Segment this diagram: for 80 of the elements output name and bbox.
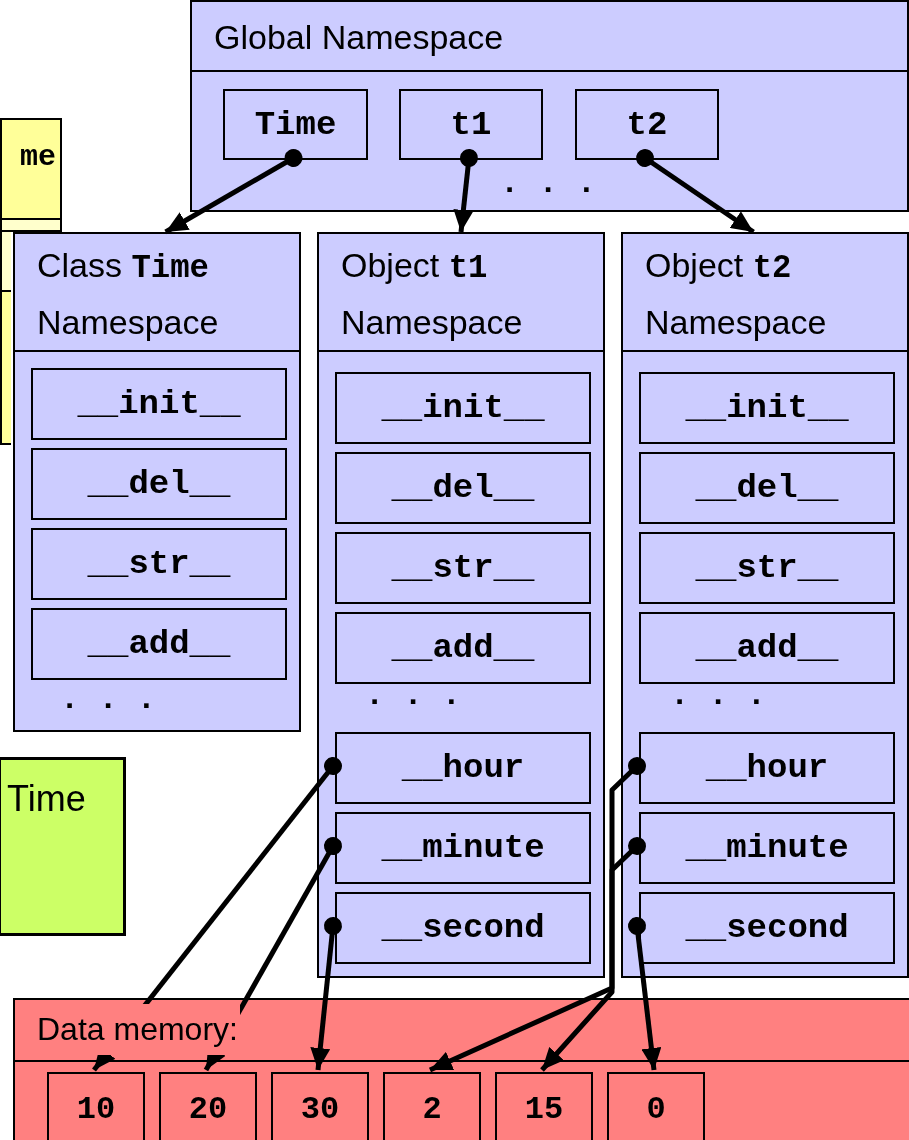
ellipsis: . . .	[500, 168, 596, 200]
pointer-arrow	[203, 837, 342, 1072]
pointer-arrow	[164, 149, 303, 235]
attribute-box	[335, 732, 591, 804]
note-text: Time	[7, 778, 86, 820]
namespace-title: Class Time Namespace	[36, 245, 220, 343]
namespace-title: Object t1 Namespace	[340, 245, 524, 343]
name-text: __add__	[87, 625, 231, 663]
note-box	[0, 757, 126, 936]
attribute-box	[31, 608, 287, 680]
attribute-box	[31, 528, 287, 600]
attribute-box	[639, 812, 895, 884]
ellipsis: . . .	[670, 680, 766, 712]
name-text: __init__	[685, 389, 849, 427]
name-box	[399, 89, 543, 160]
ellipsis: . . .	[60, 684, 156, 716]
attribute-box	[639, 612, 895, 684]
name-text: Time	[254, 105, 337, 144]
value-text: 30	[300, 1091, 340, 1128]
value-text: 10	[76, 1091, 116, 1128]
name-text: __hour	[705, 749, 829, 787]
name-text: __second	[381, 909, 545, 947]
name-text: __minute	[381, 829, 545, 867]
attribute-box	[639, 532, 895, 604]
memory-cell	[495, 1072, 593, 1140]
attribute-box	[639, 452, 895, 524]
name-text: __hour	[401, 749, 525, 787]
name-text: __init__	[381, 389, 545, 427]
name-text: __add__	[695, 629, 839, 667]
name-text: __init__	[77, 385, 241, 423]
name-text: __str__	[87, 545, 231, 583]
memory-panel	[13, 998, 909, 1140]
name-text: __del__	[87, 465, 231, 503]
name-box	[575, 89, 719, 160]
name-text: __second	[685, 909, 849, 947]
namespace-title: Object t2 Namespace	[644, 245, 828, 343]
attribute-box	[335, 612, 591, 684]
class-name: me	[20, 140, 56, 174]
namespace-title: Global Namespace	[213, 17, 505, 58]
memory-cell	[159, 1072, 257, 1140]
namespace-panel	[190, 0, 909, 212]
pointer-arrow	[628, 917, 662, 1071]
name-text: __str__	[695, 549, 839, 587]
name-text: __del__	[391, 469, 535, 507]
attribute-box	[639, 732, 895, 804]
value-text: 0	[646, 1091, 666, 1128]
ellipsis: . . .	[365, 680, 461, 712]
name-text: __del__	[695, 469, 839, 507]
pointer-arrow	[540, 837, 646, 1072]
attribute-box	[335, 532, 591, 604]
value-text: 2	[422, 1091, 442, 1128]
attribute-box	[335, 892, 591, 964]
pointer-arrow	[92, 757, 342, 1072]
pointer-arrow	[636, 149, 755, 235]
memory-cell	[383, 1072, 481, 1140]
attribute-box	[31, 368, 287, 440]
attribute-box	[639, 372, 895, 444]
value-text: 15	[524, 1091, 564, 1128]
pointer-arrow	[428, 757, 646, 1073]
memory-cell	[271, 1072, 369, 1140]
namespace-panel	[621, 232, 909, 978]
name-text: t2	[626, 105, 668, 144]
name-text: __str__	[391, 549, 535, 587]
class-box	[0, 118, 62, 232]
name-text: __add__	[391, 629, 535, 667]
attribute-box	[31, 448, 287, 520]
namespace-panel	[317, 232, 605, 978]
pointer-arrow	[453, 149, 478, 233]
attribute-box	[335, 452, 591, 524]
attribute-box	[335, 812, 591, 884]
name-text: __minute	[685, 829, 849, 867]
memory-cell	[607, 1072, 705, 1140]
namespace-panel	[13, 232, 301, 732]
memory-cell	[47, 1072, 145, 1140]
attribute-box	[639, 892, 895, 964]
name-text: t1	[450, 105, 492, 144]
value-text: 20	[188, 1091, 228, 1128]
pointer-arrow	[310, 917, 342, 1071]
attribute-box	[335, 372, 591, 444]
name-box	[223, 89, 368, 160]
